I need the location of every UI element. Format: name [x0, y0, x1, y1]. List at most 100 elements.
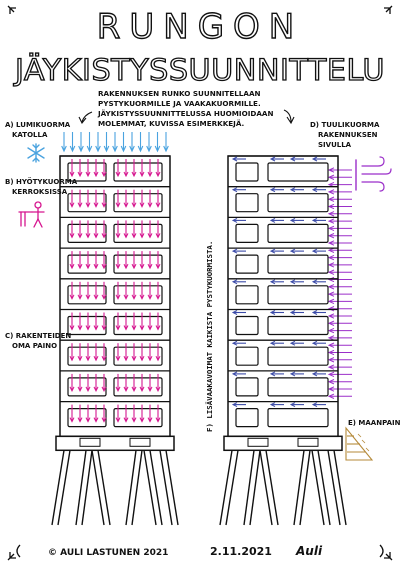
pile: [219, 450, 233, 526]
pile: [317, 450, 331, 526]
label-d-line-3: SIVULLA: [318, 141, 352, 149]
pile: [293, 450, 305, 526]
vertical-load-arrow-head: [85, 202, 91, 208]
wind-arrow-head: [327, 313, 335, 319]
pile: [81, 450, 93, 526]
horizontal-force-arrow-head: [289, 187, 296, 193]
pile: [225, 450, 239, 526]
vertical-load-arrow-head: [85, 386, 91, 393]
vertical-load-arrow-head: [69, 294, 75, 300]
vertical-load-arrow-head: [115, 355, 121, 362]
wind-arrow-head: [327, 196, 335, 202]
wind-arrow-head: [327, 211, 335, 217]
horizontal-force-arrow-head: [269, 371, 276, 377]
vertical-load-arrow-head: [139, 417, 145, 423]
snow-arrow-head: [154, 145, 161, 153]
vertical-load-arrow-head: [123, 233, 129, 239]
corner-ornaments: [7, 5, 393, 561]
horizontal-force-arrow-head: [311, 310, 318, 315]
horizontal-force-arrow-head: [269, 279, 276, 285]
right-building: [219, 155, 347, 526]
intro-pointers: [78, 109, 295, 125]
footing: [129, 437, 151, 447]
vertical-load-arrow-head: [123, 202, 129, 208]
vertical-load-arrow-head: [115, 171, 121, 178]
horizontal-force-arrow-head: [289, 371, 296, 377]
horizontal-force-arrow-head: [269, 248, 276, 254]
window: [267, 377, 329, 397]
vertical-load-arrow-head: [115, 325, 121, 331]
wind-gust-icon: [355, 156, 392, 192]
pile: [97, 450, 111, 526]
vertical-load-arrow-head: [69, 263, 75, 270]
footer-author: © AULI LASTUNEN 2021: [48, 548, 168, 558]
label-d-line-1: D) TUULIKUORMA: [310, 121, 380, 129]
vertical-load-arrow-head: [101, 325, 107, 331]
label-b-line-1: B) HYÖTYKUORMA: [5, 177, 78, 186]
pile: [259, 450, 273, 526]
vertical-load-arrow-head: [139, 171, 145, 178]
vertical-load-arrow-head: [93, 325, 99, 331]
label-c-line-1: C) RAKENTEIDEN: [5, 332, 71, 340]
building-outline: [59, 155, 171, 438]
intro-line-1: RAKENNUKSEN RUNKO SUUNNITELLAAN: [98, 89, 261, 98]
horizontal-force-arrow-head: [289, 402, 296, 408]
snow-arrow-head: [78, 145, 84, 153]
vertical-load-arrow-head: [147, 202, 153, 208]
window: [267, 193, 329, 213]
horizontal-force-arrow-head: [311, 340, 318, 346]
foundation-slab: [223, 435, 343, 452]
vertical-load-arrow-head: [131, 202, 137, 208]
title-line-2: JÄYKISTYSSUUNNITTELU: [13, 53, 385, 87]
vertical-load-arrow-head: [101, 263, 107, 270]
vertical-load-arrow-head: [131, 171, 137, 178]
vertical-load-arrow-head: [85, 263, 91, 270]
wind-arrow-head: [327, 320, 335, 326]
horizontal-force-arrow-head: [231, 156, 238, 162]
vertical-load-arrow-head: [131, 263, 137, 270]
vertical-load-arrow-head: [131, 355, 137, 362]
wind-arrow-head: [327, 291, 335, 297]
intro-line-4: MOLEMMAT, KUVISSA ESIMERKKEJÄ.: [98, 119, 244, 128]
vertical-load-arrow-head: [147, 386, 153, 393]
snowflake-icon: [27, 143, 45, 163]
horizontal-force-arrow-head: [269, 340, 276, 346]
vertical-load-arrow-head: [85, 233, 91, 239]
vertical-load-arrow-head: [123, 171, 129, 178]
vertical-load-arrow-head: [77, 233, 83, 239]
window: [235, 377, 259, 397]
snow-arrow-head: [95, 145, 101, 153]
vertical-load-arrow-head: [85, 417, 91, 423]
snow-load-arrows: [61, 132, 169, 153]
footing: [79, 437, 101, 447]
horizontal-force-arrow-head: [231, 248, 238, 254]
label-b-line-2: KERROKSISSA: [12, 188, 68, 196]
vertical-load-arrow-head: [155, 386, 161, 393]
horizontal-force-arrow-head: [231, 371, 238, 377]
wind-load-arrows: [327, 167, 352, 399]
horizontal-force-arrow-head: [269, 156, 276, 162]
vertical-load-arrow-head: [115, 294, 121, 300]
snow-arrow-head: [137, 145, 144, 153]
vertical-load-arrow-head: [93, 417, 99, 423]
vertical-load-arrow-head: [69, 355, 75, 362]
wind-arrow-head: [327, 327, 335, 334]
vertical-load-arrow-head: [147, 233, 153, 239]
wind-arrow-head: [327, 379, 335, 385]
vertical-load-arrow-head: [101, 386, 107, 393]
horizontal-force-arrow-head: [231, 340, 238, 346]
wind-arrow-head: [327, 276, 335, 283]
footer-date: 2.11.2021: [210, 545, 272, 558]
wind-arrow-head: [327, 342, 335, 348]
people-icon: [18, 201, 45, 228]
snow-arrow-head: [146, 145, 152, 153]
vertical-load-arrow-head: [69, 386, 75, 393]
horizontal-force-arrow-head: [269, 217, 276, 223]
vertical-load-arrow-head: [131, 417, 137, 423]
vertical-load-arrow-head: [155, 202, 161, 208]
window: [113, 315, 163, 336]
vertical-load-arrow-head: [77, 386, 83, 393]
vertical-load-arrow-head: [155, 294, 161, 300]
vertical-load-arrow-head: [123, 417, 129, 423]
